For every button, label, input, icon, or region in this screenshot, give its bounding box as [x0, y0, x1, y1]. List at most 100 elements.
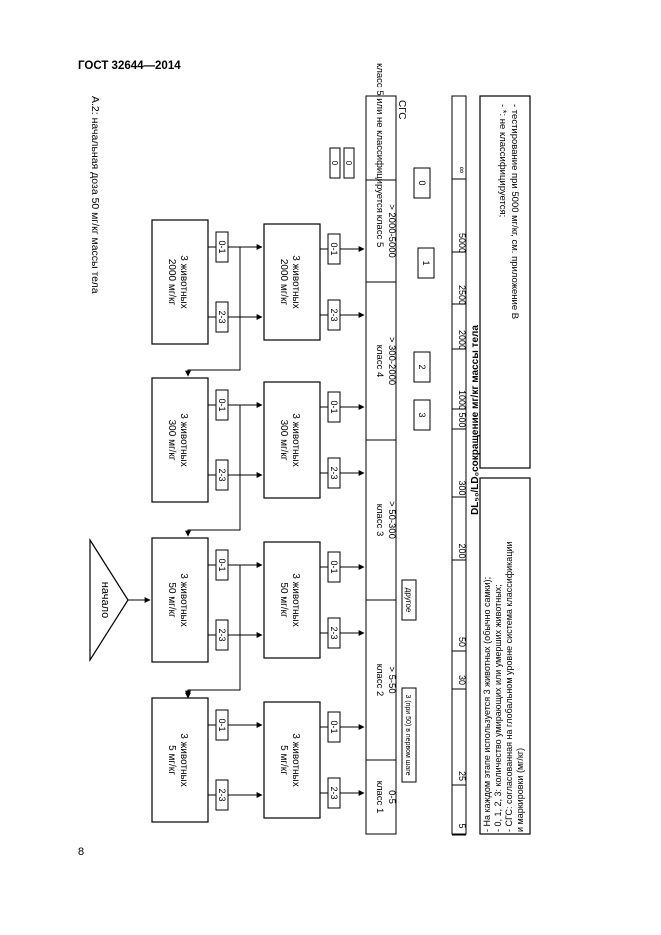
outcome-low-label: 0-1 [329, 560, 339, 573]
class-name: класс 1 [374, 781, 385, 814]
retest-box-dose: 50 мг/кг [278, 582, 289, 618]
escalation-wire [185, 247, 241, 377]
retest-box-animals: 3 животных [290, 255, 301, 308]
dose-box [151, 219, 209, 345]
axis-tick-label: 2000 [457, 330, 467, 350]
dose-box-dose: 5 мг/кг [166, 745, 177, 775]
outcome-low-label: 0-1 [217, 398, 227, 411]
outcome-small-label: 2 [417, 364, 427, 369]
outcome-high-label: 2-3 [329, 626, 339, 639]
dose-box-dose: 50 мг/кг [166, 582, 177, 618]
document-header: ГОСТ 32644—2014 [78, 60, 181, 72]
note-line: - *: не классифицируется; [497, 104, 508, 217]
dose-box-dose: 2000 мг/кг [166, 259, 177, 306]
retest-box-dose: 2000 мг/кг [278, 259, 289, 306]
retest-box-animals: 3 животных [290, 413, 301, 466]
dose-box [151, 697, 209, 823]
note-line: - 0, 1, 2, 3: количество умирающих или у… [493, 584, 503, 832]
outcome-small-box [329, 147, 341, 179]
retest-box-animals: 3 животных [290, 733, 301, 786]
axis-tick-label: 300 [457, 480, 467, 495]
retest-box [263, 223, 321, 341]
outcome-small-label: 3 [417, 412, 427, 417]
outcome-small-label: 0 [330, 161, 339, 166]
class-range: > 5-50 [386, 666, 397, 693]
outcome-high-label: 2-3 [217, 628, 227, 641]
deescalation-wire [185, 689, 240, 699]
retest-box-animals: 3 животных [290, 573, 301, 626]
axis-tick-label: 25 [457, 771, 467, 781]
outcome-low-label: 0-1 [329, 400, 339, 413]
outcome-low-label: 0-1 [217, 558, 227, 571]
outcome-small-box [401, 579, 417, 621]
outcome-low-label: 0-1 [217, 718, 227, 731]
outcome-high-label: 2-3 [329, 466, 339, 479]
outcome-low-label: 0-1 [329, 242, 339, 255]
outcome-high-label: 2-3 [217, 310, 227, 323]
axis-tick-label: ∞ [457, 167, 467, 173]
notes-right-box [479, 95, 531, 469]
outcome-high-label: 2-3 [329, 786, 339, 799]
outcome-small-label: 0 [344, 161, 353, 166]
axis-strip [451, 95, 467, 835]
retest-box-dose: 5 мг/кг [278, 745, 289, 775]
axis-tick-label: 200 [457, 543, 467, 558]
note-line: - СГС: согласованная на глобальном уровн… [504, 541, 514, 832]
retest-box [263, 381, 321, 499]
dose-box-animals: 3 животных [178, 733, 189, 786]
class-band [365, 95, 397, 835]
outcome-high-label: 2-3 [329, 308, 339, 321]
retest-box-dose: 300 мг/кг [278, 420, 289, 461]
outcome-high-label: 2-3 [217, 788, 227, 801]
dose-box-animals: 3 животных [178, 413, 189, 466]
axis-tick-label: 2500 [457, 285, 467, 305]
axis-tick-label: 1000 [457, 390, 467, 410]
class-range: 0-5 [386, 790, 397, 804]
start-triangle [89, 537, 129, 663]
axis-tick-label: 50 [457, 637, 467, 647]
axis-tick-label: 5 [457, 823, 467, 828]
dose-box [151, 377, 209, 503]
class-range: > 50-300 [386, 501, 397, 539]
axis-tick-label: 30 [457, 675, 467, 685]
dose-box-animals: 3 животных [178, 573, 189, 626]
outcome-small-box [413, 167, 431, 199]
outcome-small-label: 1 [421, 260, 431, 265]
outcome-low-label: 0-1 [217, 240, 227, 253]
page-number: 8 [78, 846, 85, 858]
class-name: класс 4 [374, 345, 385, 378]
axis-tick-label: 500 [457, 412, 467, 427]
dose-box [151, 537, 209, 663]
escalation-wire [185, 405, 241, 537]
class-name: класс 2 [374, 664, 385, 697]
axis-title: DL₅₀/LD₀сокращение мг/кг массы тела [470, 325, 481, 515]
note-line: - тестирование при 5000 мг/кг, см. прило… [509, 104, 520, 319]
outcome-small-box [401, 687, 417, 783]
class-name: класс 3 [374, 504, 385, 537]
outcome-small-label: 0 [417, 180, 427, 185]
outcome-small-box [413, 351, 431, 383]
class-range: > 2000-5000 [386, 204, 397, 258]
class-name: класс 5 [374, 215, 385, 248]
class-range: > 300-2000 [386, 337, 397, 385]
outcome-small-label: другое [404, 588, 413, 613]
class-name: класс 5 или не классифицируется [374, 63, 385, 213]
dose-box-dose: 300 мг/кг [166, 420, 177, 461]
note-line: и маркировки (мг/кг) [515, 748, 525, 832]
retest-box [263, 541, 321, 659]
notes-left-box [479, 477, 531, 835]
outcome-small-box [343, 147, 355, 179]
note-line: - На каждом этапе используется 3 животны… [482, 577, 492, 832]
sgs-tag: СГС [396, 100, 407, 119]
section-title: А.2: начальная доза 50 мг/кг массы тела [89, 96, 101, 294]
start-label: начало [99, 582, 111, 618]
outcome-low-label: 0-1 [329, 720, 339, 733]
dose-box-animals: 3 животных [178, 255, 189, 308]
outcome-high-label: 2-3 [217, 468, 227, 481]
outcome-small-label: 3 (при 50) в первом шаге [404, 694, 411, 775]
axis-tick-label: 5000 [457, 233, 467, 253]
outcome-small-box [417, 247, 435, 279]
retest-box [263, 701, 321, 819]
outcome-small-box [413, 399, 431, 431]
